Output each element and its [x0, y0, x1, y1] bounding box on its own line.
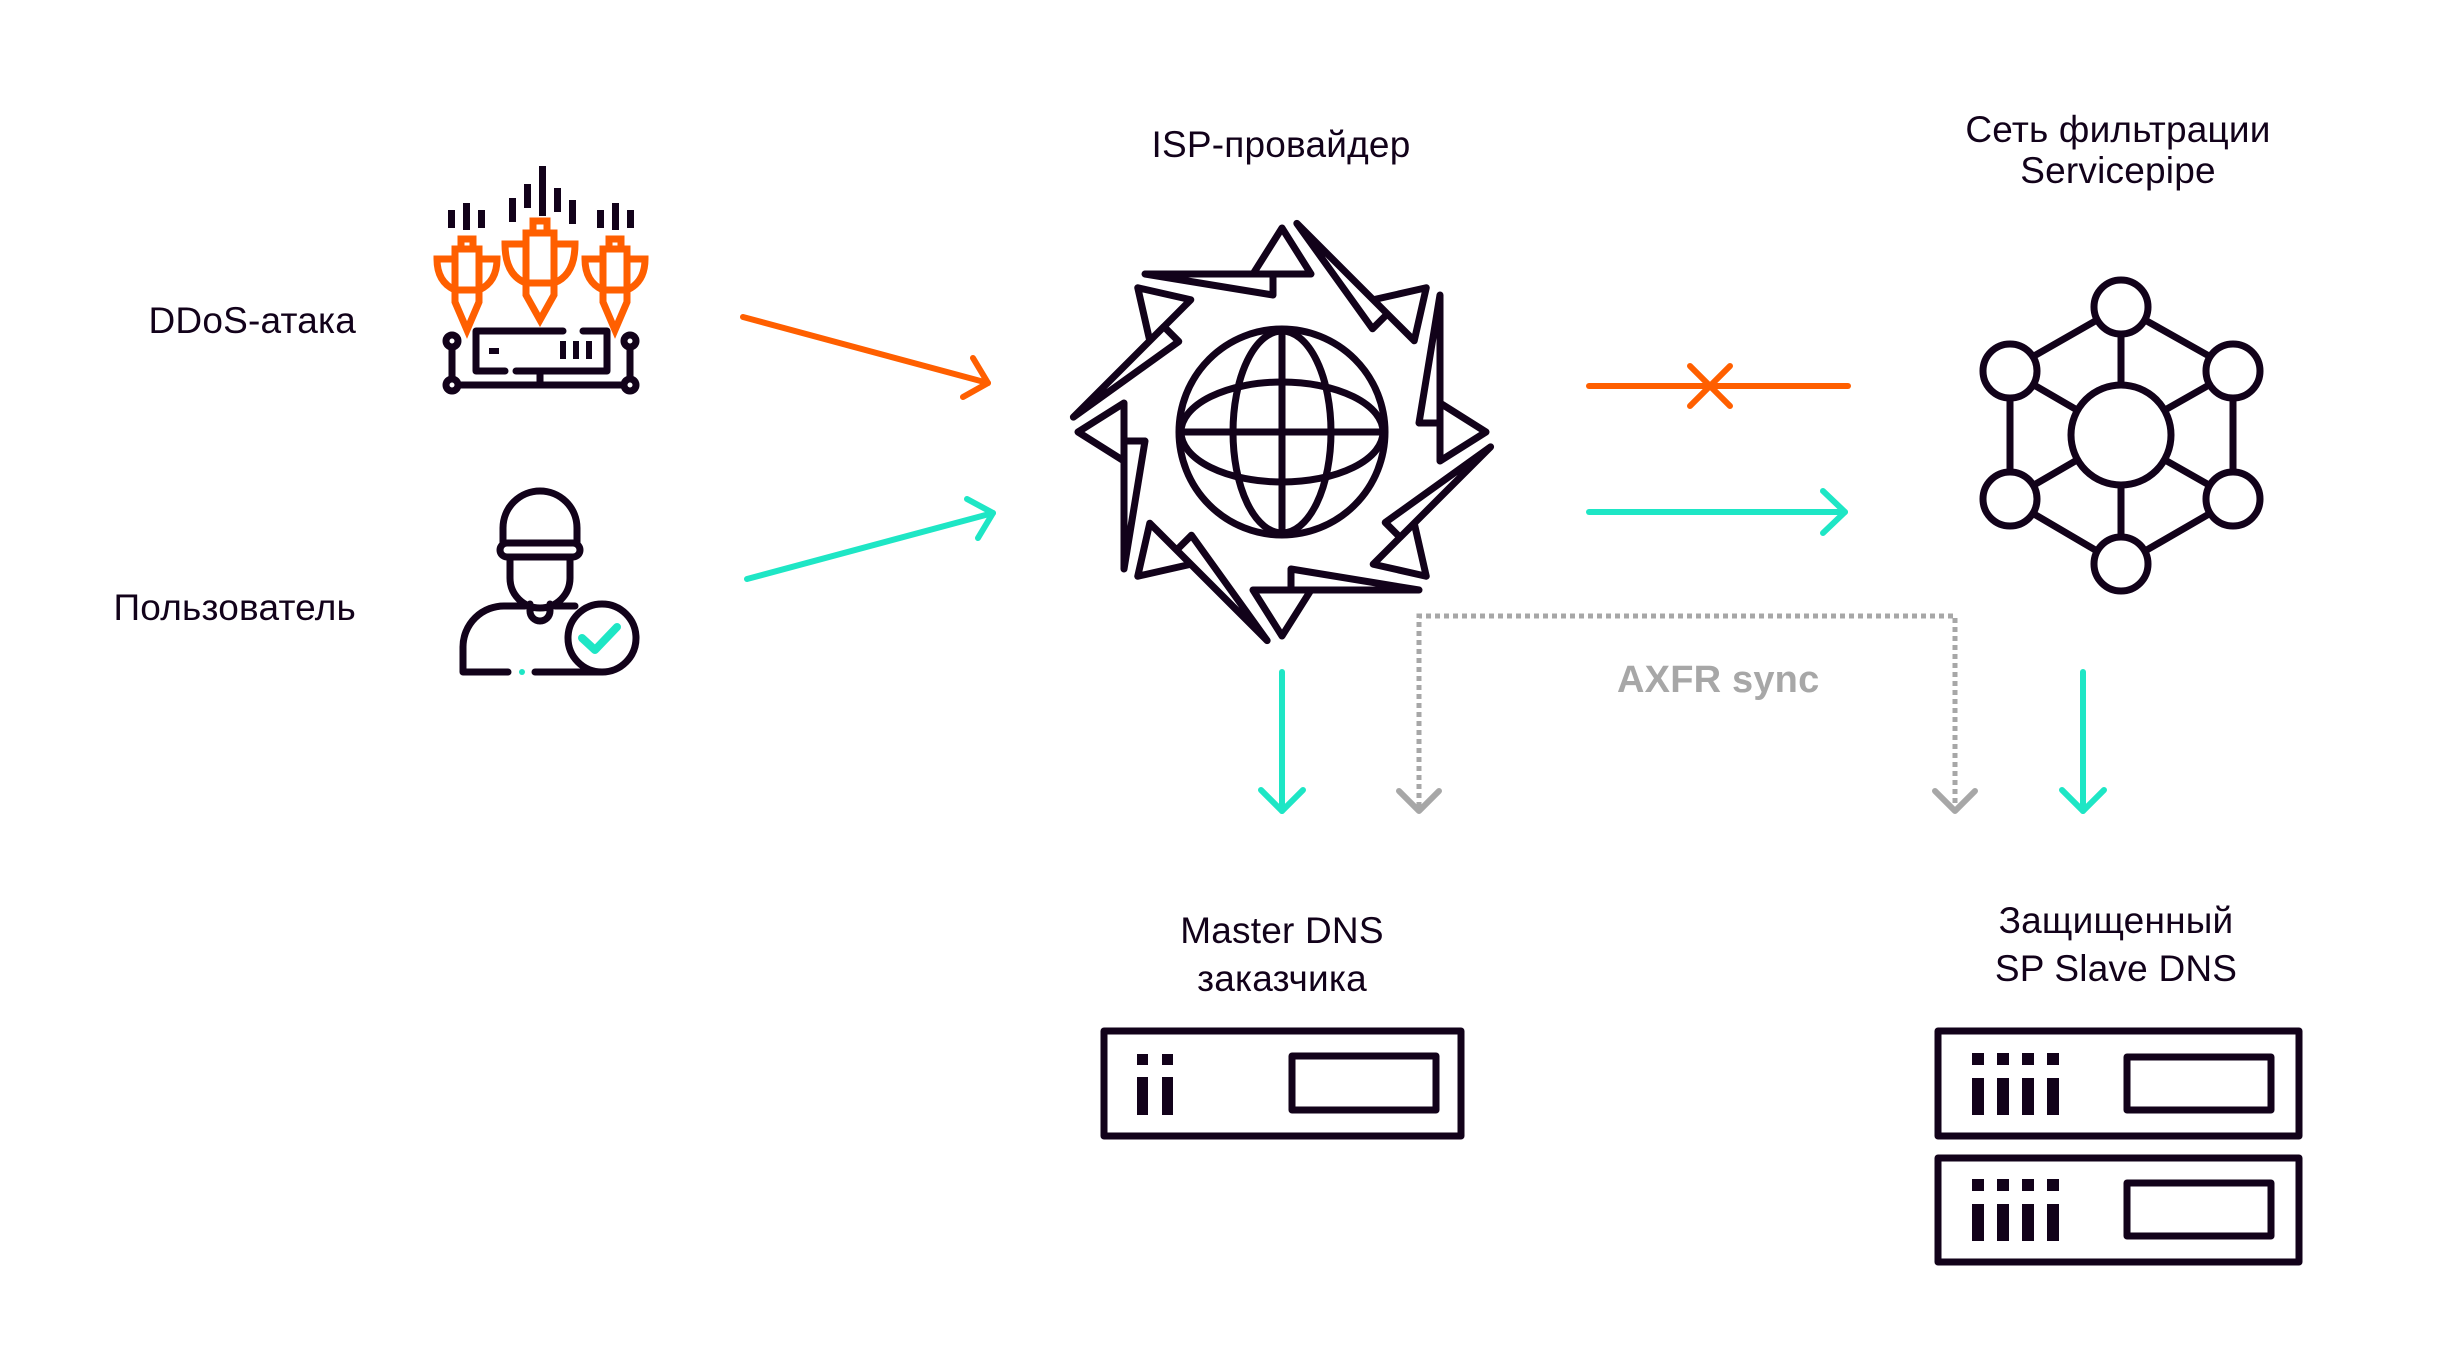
- globe-broadcast-icon: [1041, 191, 1523, 673]
- edge-axfr-sync: [1396, 613, 1978, 814]
- user-label: Пользователь: [113, 587, 356, 628]
- ddos-bombs-server-icon: [433, 166, 649, 395]
- filter-label-line2: Servicepipe: [2020, 150, 2216, 191]
- master-dns-label-line1: Master DNS: [1180, 910, 1384, 951]
- edge-filter-to-slave-dns: [2059, 669, 2107, 814]
- ddos-label: DDoS-атака: [148, 300, 356, 341]
- user-verified-icon: [459, 487, 640, 676]
- server-stack-icon: [1934, 1027, 2303, 1266]
- slave-dns-label-line1: Защищенный: [1998, 900, 2234, 941]
- slave-dns-label-line2: SP Slave DNS: [1994, 948, 2238, 989]
- edge-isp-to-master-dns: [1258, 669, 1306, 814]
- edge-ddos-to-isp: [740, 314, 991, 400]
- single-server-icon: [1100, 1027, 1465, 1140]
- master-dns-label-line2: заказчика: [1197, 958, 1367, 999]
- edge-user-to-isp: [744, 496, 996, 582]
- isp-label: ISP-провайдер: [1151, 124, 1411, 165]
- server-unit: [1934, 1154, 2303, 1266]
- network-hub-icon: [1979, 276, 2264, 595]
- edge-isp-to-filter-blocked: [1586, 363, 1851, 409]
- edge-isp-to-filter-legit: [1586, 488, 1848, 536]
- server-unit: [1934, 1027, 2303, 1140]
- blocked-x-icon: [1687, 363, 1733, 409]
- filter-label-line1: Сеть фильтрации: [1965, 109, 2271, 150]
- axfr-sync-label: AXFR sync: [1617, 659, 1820, 701]
